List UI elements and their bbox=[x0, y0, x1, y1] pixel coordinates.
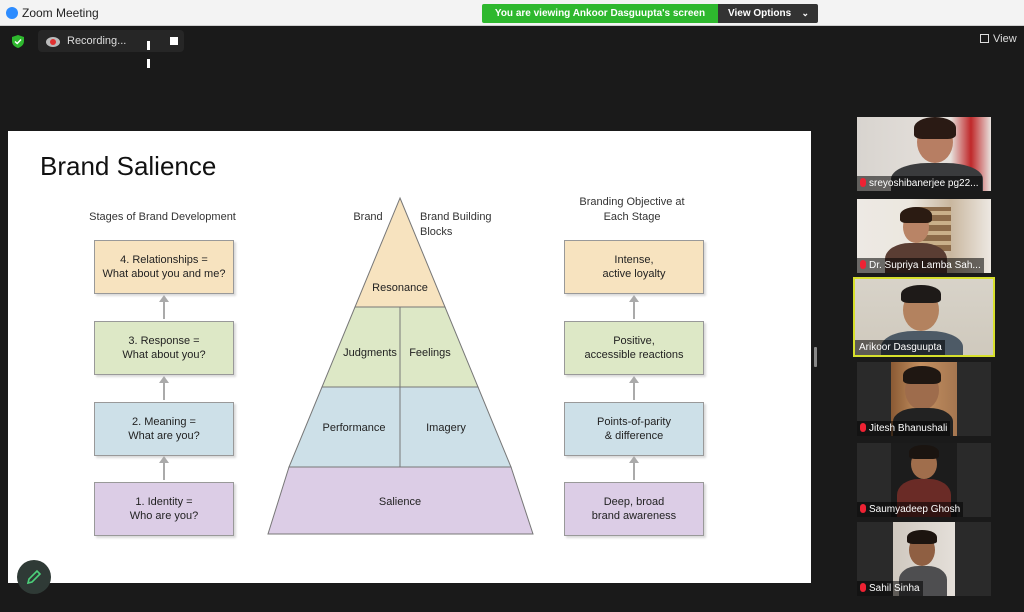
objective-line: accessible reactions bbox=[584, 349, 684, 361]
participant-tile[interactable]: sreyoshibanerjee pg22... bbox=[857, 117, 991, 191]
mic-muted-icon bbox=[860, 504, 866, 513]
participant-name: Saumyadeep Ghosh bbox=[857, 502, 964, 517]
slide-title: Brand Salience bbox=[40, 151, 217, 181]
stage-box-identity: 1. Identity = Who are you? bbox=[94, 482, 234, 536]
mic-muted-icon bbox=[860, 260, 866, 269]
objective-box-parity: Points-of-parity & difference bbox=[564, 402, 704, 456]
up-arrow bbox=[629, 456, 639, 480]
pyramid-label-resonance: Resonance bbox=[372, 282, 428, 294]
pyramid-label-salience: Salience bbox=[379, 496, 421, 508]
stage-question: Who are you? bbox=[129, 510, 199, 522]
objective-box-reactions: Positive, accessible reactions bbox=[564, 321, 704, 375]
objective-box-loyalty: Intense, active loyalty bbox=[564, 240, 704, 294]
cloud-record-icon bbox=[46, 37, 60, 47]
shared-slide: Brand Salience Stages of Brand Developme… bbox=[8, 131, 811, 583]
participant-name: Arikoor Dasguupta bbox=[855, 340, 945, 355]
objective-box-awareness: Deep, broad brand awareness bbox=[564, 482, 704, 536]
annotate-button[interactable] bbox=[17, 560, 51, 594]
participant-name: Jitesh Bhanushali bbox=[857, 421, 951, 436]
participant-name: Dr. Supriya Lamba Sah... bbox=[857, 258, 984, 273]
pencil-icon bbox=[26, 569, 42, 585]
participant-tile[interactable]: Saumyadeep Ghosh bbox=[857, 443, 991, 517]
stage-box-relationships: 4. Relationships = What about you and me? bbox=[94, 240, 234, 294]
screen-share-banner: You are viewing Ankoor Dasguupta's scree… bbox=[482, 4, 718, 23]
pause-icon[interactable] bbox=[147, 37, 155, 68]
participant-name: sreyoshibanerjee pg22... bbox=[857, 176, 982, 191]
stage-question: What about you and me? bbox=[102, 268, 226, 280]
objective-line: & difference bbox=[604, 430, 664, 442]
stage-label: 2. Meaning = bbox=[132, 416, 196, 428]
stage-box-meaning: 2. Meaning = What are you? bbox=[94, 402, 234, 456]
objective-line: Deep, broad bbox=[603, 496, 665, 508]
stop-icon[interactable] bbox=[170, 37, 178, 45]
pyramid-label-imagery: Imagery bbox=[426, 422, 466, 434]
up-arrow bbox=[159, 456, 169, 480]
pyramid-heading-blocks: Brand Building Blocks bbox=[420, 211, 492, 238]
pyramid-label-judgments: Judgments bbox=[343, 347, 397, 359]
stage-label: 1. Identity = bbox=[135, 496, 193, 508]
view-grid-icon bbox=[980, 34, 989, 43]
stage-label: 3. Response = bbox=[128, 335, 200, 347]
stage-question: What are you? bbox=[128, 430, 200, 442]
up-arrow bbox=[159, 376, 169, 400]
view-options-button[interactable]: View Options ⌄ bbox=[718, 4, 818, 23]
participant-tile[interactable]: Sahil Sinha bbox=[857, 522, 991, 596]
pyramid-label-performance: Performance bbox=[323, 422, 386, 434]
window-title: Zoom Meeting bbox=[22, 6, 99, 20]
stage-box-response: 3. Response = What about you? bbox=[94, 321, 234, 375]
stage-question: What about you? bbox=[122, 349, 206, 361]
objective-line: Intense, bbox=[614, 254, 654, 266]
chevron-down-icon: ⌄ bbox=[801, 8, 809, 18]
participant-tile[interactable]: Jitesh Bhanushali bbox=[857, 362, 991, 436]
pyramid-heading-brand: Brand bbox=[353, 211, 383, 223]
pyramid-label-feelings: Feelings bbox=[409, 347, 451, 359]
view-options-label: View Options bbox=[728, 8, 792, 19]
mic-muted-icon bbox=[860, 423, 866, 432]
mic-muted-icon bbox=[860, 583, 866, 592]
view-button[interactable]: View bbox=[980, 33, 1017, 45]
participant-tile-active-speaker[interactable]: Arikoor Dasguupta bbox=[853, 277, 995, 357]
zoom-app-icon bbox=[6, 7, 18, 19]
mic-muted-icon bbox=[860, 178, 866, 187]
view-label: View bbox=[993, 33, 1017, 45]
objective-line: Positive, bbox=[613, 335, 655, 347]
recording-status: Recording... bbox=[67, 35, 127, 47]
objective-line: brand awareness bbox=[591, 510, 677, 522]
participant-tile[interactable]: Dr. Supriya Lamba Sah... bbox=[857, 199, 991, 273]
objective-line: active loyalty bbox=[602, 268, 666, 280]
up-arrow bbox=[629, 376, 639, 400]
objective-line: Points-of-parity bbox=[597, 416, 671, 428]
participant-name: Sahil Sinha bbox=[857, 581, 923, 596]
shield-icon[interactable] bbox=[12, 35, 24, 48]
up-arrow bbox=[629, 295, 639, 319]
objectives-heading: Branding Objective at Each Stage bbox=[579, 196, 685, 223]
stage-label: 4. Relationships = bbox=[120, 254, 208, 266]
stages-heading: Stages of Brand Development bbox=[89, 211, 236, 223]
up-arrow bbox=[159, 295, 169, 319]
window-titlebar: Zoom Meeting You are viewing Ankoor Dasg… bbox=[0, 0, 1024, 26]
brand-pyramid: Resonance Judgments Feelings Performance… bbox=[267, 196, 534, 535]
pyramid-tier-salience bbox=[267, 466, 534, 535]
panel-resize-handle[interactable] bbox=[814, 347, 817, 367]
